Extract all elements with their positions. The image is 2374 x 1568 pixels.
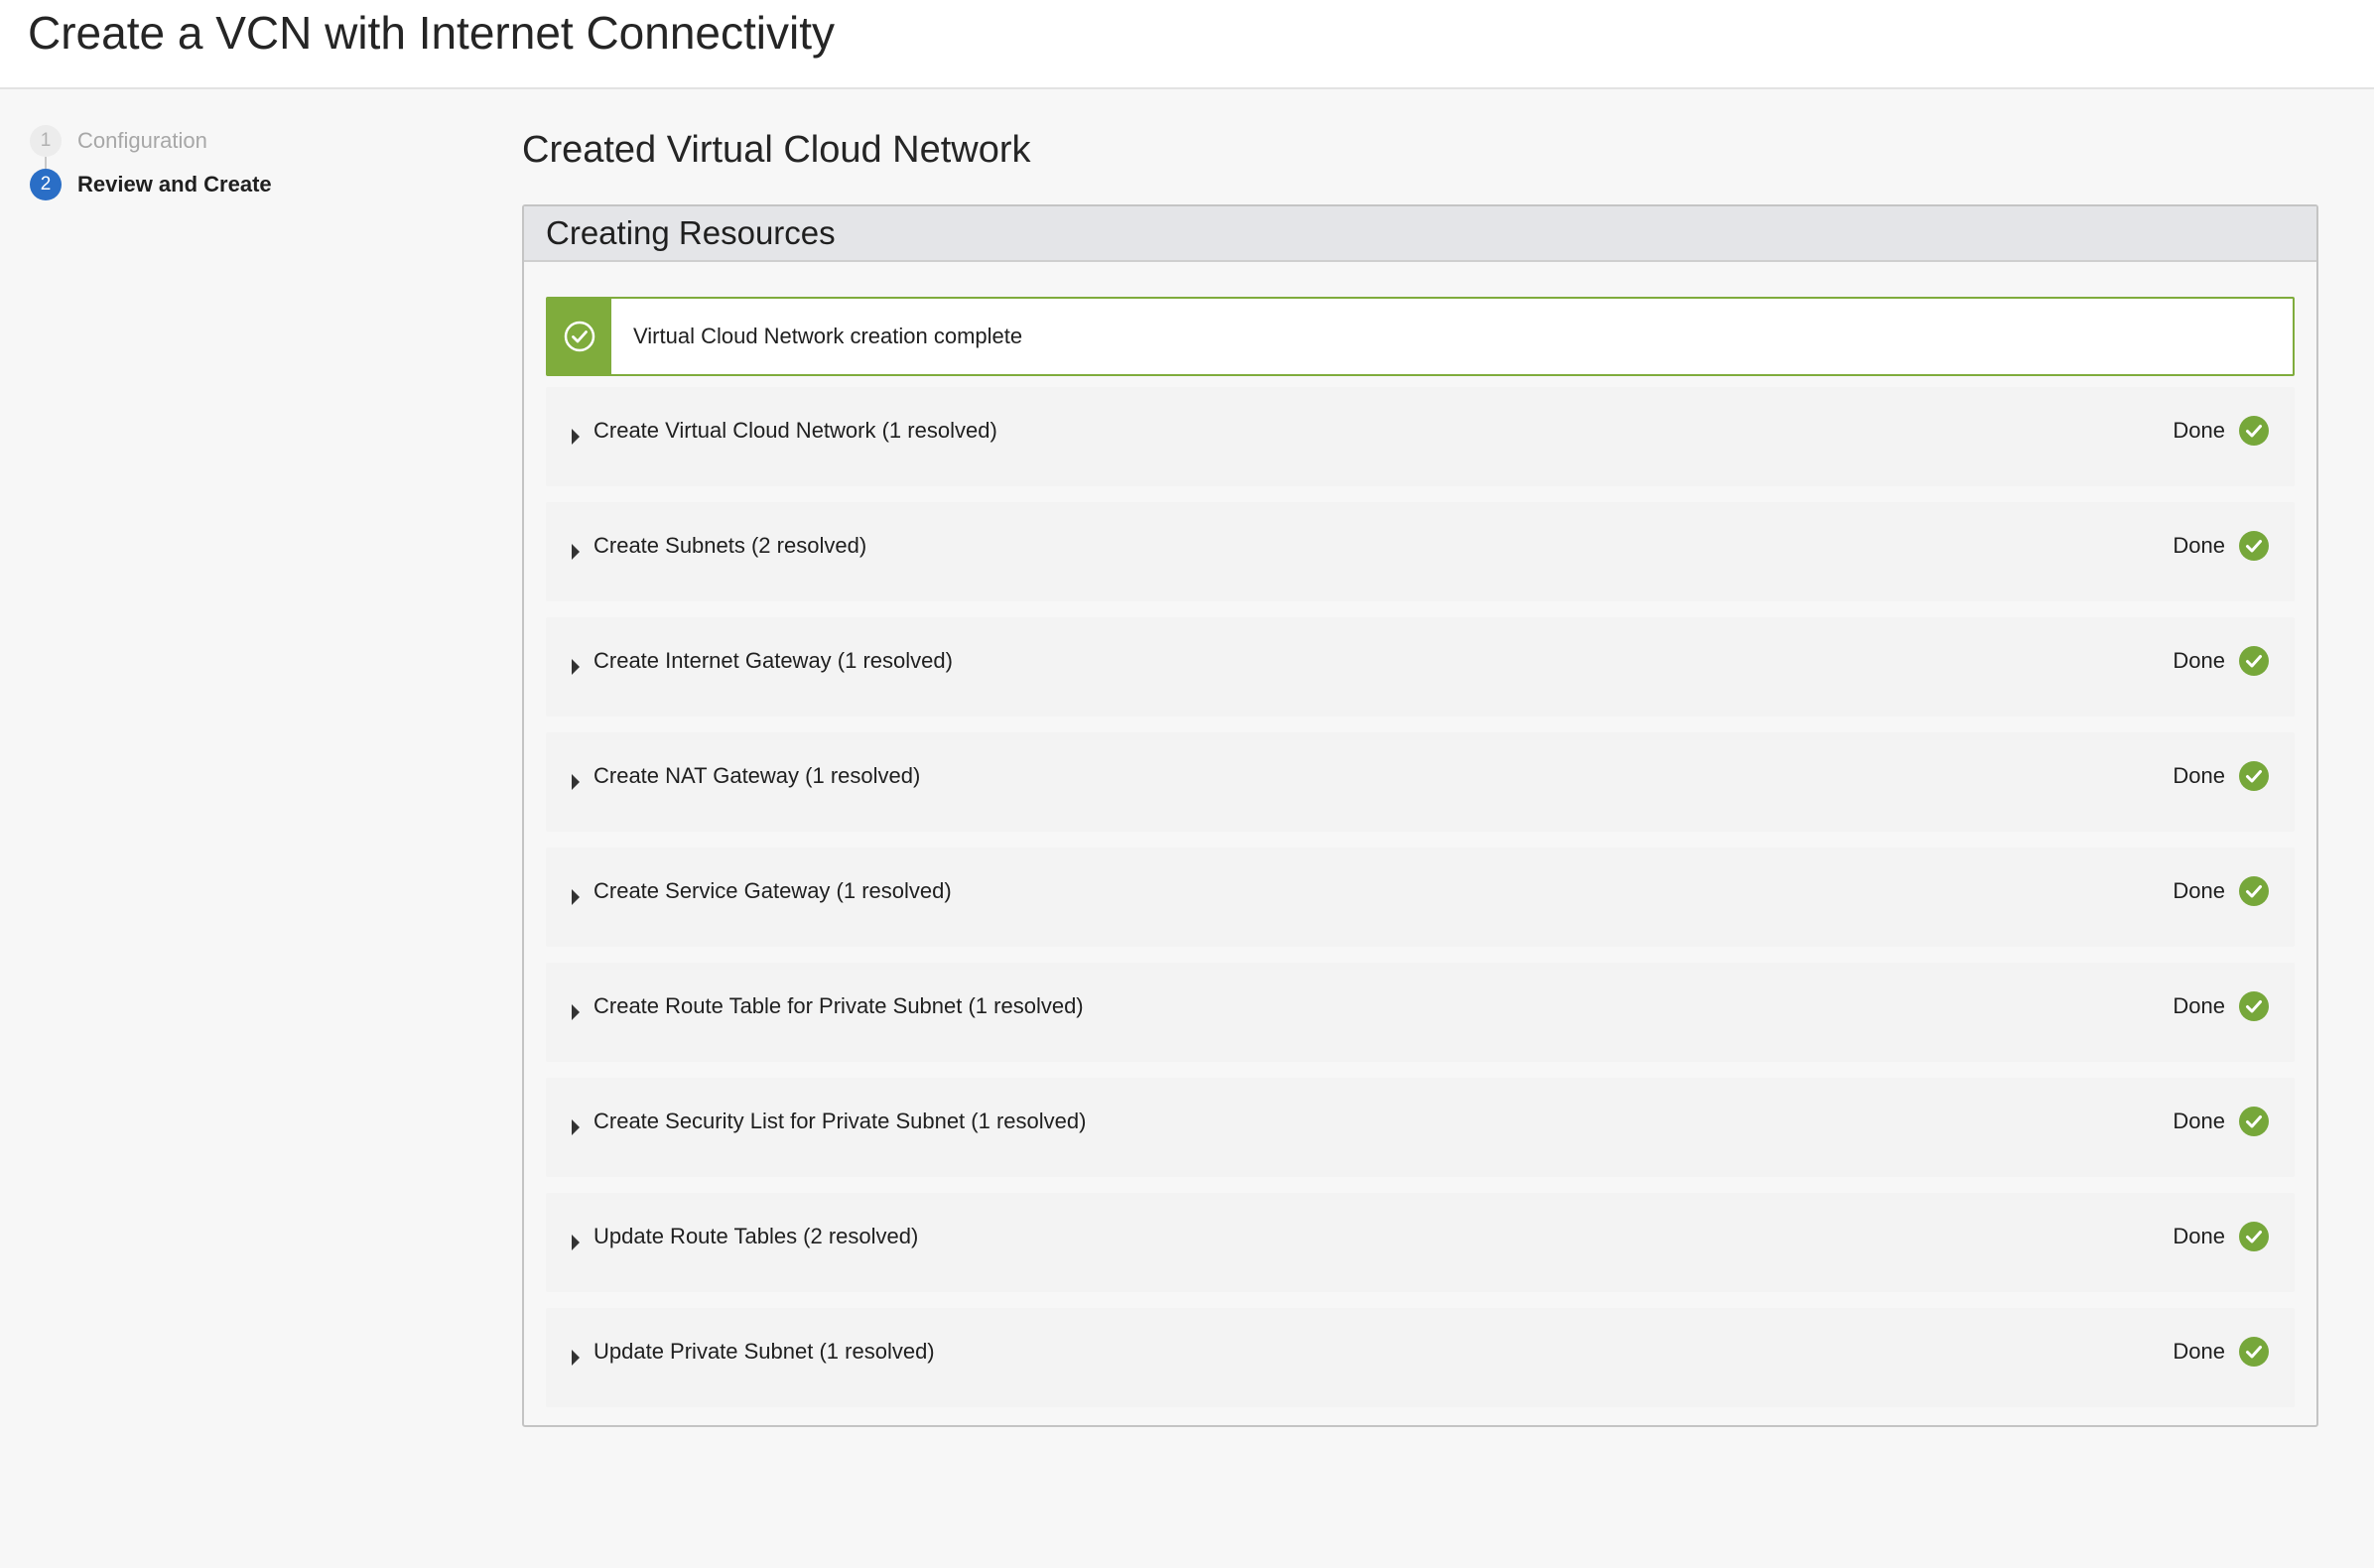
task-row-create-internet-gateway[interactable]: Create Internet Gateway (1 resolved) Don… xyxy=(546,617,2295,717)
step-configuration[interactable]: 1 Configuration xyxy=(30,125,207,157)
page-header: Create a VCN with Internet Connectivity xyxy=(0,0,2374,89)
check-icon xyxy=(2239,761,2269,791)
task-label: Create Service Gateway (1 resolved) xyxy=(594,878,952,903)
expand-caret-icon[interactable] xyxy=(572,1119,580,1135)
task-label: Create Subnets (2 resolved) xyxy=(594,533,867,558)
task-label: Create Virtual Cloud Network (1 resolved… xyxy=(594,418,997,443)
check-icon xyxy=(2239,531,2269,561)
step-number: 2 xyxy=(30,169,62,200)
task-row-create-route-table[interactable]: Create Route Table for Private Subnet (1… xyxy=(546,963,2295,1062)
check-icon xyxy=(2239,1107,2269,1136)
page-title: Create a VCN with Internet Connectivity xyxy=(28,7,836,59)
check-icon xyxy=(2239,646,2269,676)
task-label: Create Route Table for Private Subnet (1… xyxy=(594,993,1084,1018)
expand-caret-icon[interactable] xyxy=(572,429,580,445)
alert-icon-box xyxy=(548,299,611,374)
step-label-configuration[interactable]: Configuration xyxy=(77,128,207,153)
task-row-create-vcn[interactable]: Create Virtual Cloud Network (1 resolved… xyxy=(546,387,2295,486)
check-circle-icon xyxy=(564,321,595,352)
task-status: Done xyxy=(2173,878,2225,903)
task-status: Done xyxy=(2173,1339,2225,1364)
check-icon xyxy=(2239,1222,2269,1251)
expand-caret-icon[interactable] xyxy=(572,1235,580,1250)
task-label: Update Private Subnet (1 resolved) xyxy=(594,1339,935,1364)
task-row-update-route-tables[interactable]: Update Route Tables (2 resolved) Done xyxy=(546,1193,2295,1292)
task-row-create-nat-gateway[interactable]: Create NAT Gateway (1 resolved) Done xyxy=(546,732,2295,832)
check-icon xyxy=(2239,876,2269,906)
task-row-create-security-list[interactable]: Create Security List for Private Subnet … xyxy=(546,1078,2295,1177)
task-label: Update Route Tables (2 resolved) xyxy=(594,1224,919,1248)
task-row-create-service-gateway[interactable]: Create Service Gateway (1 resolved) Done xyxy=(546,848,2295,947)
expand-caret-icon[interactable] xyxy=(572,659,580,675)
task-label: Create Internet Gateway (1 resolved) xyxy=(594,648,953,673)
section-title: Created Virtual Cloud Network xyxy=(522,129,1031,171)
creating-resources-panel: Creating Resources Virtual Cloud Network… xyxy=(522,204,2318,1427)
success-alert: Virtual Cloud Network creation complete xyxy=(546,297,2295,376)
check-icon xyxy=(2239,1337,2269,1367)
task-status: Done xyxy=(2173,648,2225,673)
expand-caret-icon[interactable] xyxy=(572,774,580,790)
alert-message: Virtual Cloud Network creation complete xyxy=(633,324,1023,348)
expand-caret-icon[interactable] xyxy=(572,889,580,905)
task-status: Done xyxy=(2173,1224,2225,1248)
panel-title: Creating Resources xyxy=(546,214,836,251)
task-label: Create NAT Gateway (1 resolved) xyxy=(594,763,921,788)
wizard-stepper: 1 Configuration 2 Review and Create xyxy=(30,125,447,214)
step-review-and-create: 2 Review and Create xyxy=(30,169,272,200)
expand-caret-icon[interactable] xyxy=(572,1350,580,1366)
task-row-create-subnets[interactable]: Create Subnets (2 resolved) Done xyxy=(546,502,2295,601)
task-status: Done xyxy=(2173,533,2225,558)
task-status: Done xyxy=(2173,418,2225,443)
task-status: Done xyxy=(2173,993,2225,1018)
check-icon xyxy=(2239,991,2269,1021)
task-row-update-private-subnet[interactable]: Update Private Subnet (1 resolved) Done xyxy=(546,1308,2295,1407)
step-label-review-and-create: Review and Create xyxy=(77,172,272,196)
expand-caret-icon[interactable] xyxy=(572,1004,580,1020)
task-status: Done xyxy=(2173,1109,2225,1133)
panel-header: Creating Resources xyxy=(524,206,2316,262)
check-icon xyxy=(2239,416,2269,446)
expand-caret-icon[interactable] xyxy=(572,544,580,560)
task-status: Done xyxy=(2173,763,2225,788)
step-connector xyxy=(45,157,47,169)
step-number: 1 xyxy=(30,125,62,157)
task-label: Create Security List for Private Subnet … xyxy=(594,1109,1087,1133)
